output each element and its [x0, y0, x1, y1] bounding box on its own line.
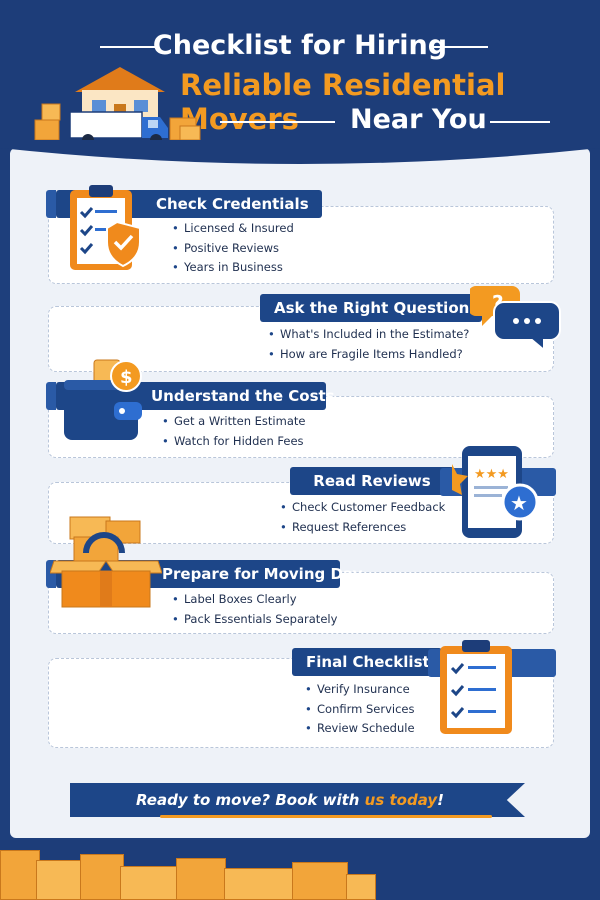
speech-bubbles-icon: ?	[470, 286, 561, 352]
list-item: Check Customer Feedback	[280, 498, 445, 518]
section-list-final: Verify Insurance Confirm Services Review…	[305, 680, 415, 739]
list-item: Request References	[280, 518, 445, 538]
list-item: Years in Business	[172, 258, 294, 278]
list-item: Verify Insurance	[305, 680, 415, 700]
footer-box	[36, 860, 84, 900]
cta-lead: Ready to move? Book with	[136, 791, 365, 809]
svg-text:★★★: ★★★	[474, 467, 509, 482]
footer-box	[292, 862, 348, 900]
list-item: Review Schedule	[305, 719, 415, 739]
cta-underline	[160, 815, 492, 818]
list-item: Positive Reviews	[172, 239, 294, 259]
title-line-2: Reliable Residential Movers	[180, 68, 506, 136]
footer-box	[224, 868, 294, 900]
cta-banner[interactable]	[70, 783, 525, 817]
section-title-questions: Ask the Right Questions	[260, 294, 482, 322]
list-item: Watch for Hidden Fees	[162, 432, 305, 452]
list-item: Confirm Services	[305, 700, 415, 720]
list-item: Label Boxes Clearly	[172, 590, 337, 610]
title-rule-left	[100, 46, 158, 48]
subtitle-rule-left	[220, 121, 335, 123]
footer-box	[346, 874, 376, 900]
truck-icon	[69, 111, 168, 146]
subtitle-rule-right	[490, 121, 550, 123]
clipboard-shield-icon	[70, 185, 141, 270]
footer-box	[0, 850, 40, 900]
wallet-coin-icon: $	[64, 359, 142, 440]
title-line-3: Near You	[350, 104, 487, 135]
list-item: Pack Essentials Separately	[172, 610, 337, 630]
title-line-1: Checklist for Hiring	[152, 30, 448, 61]
list-item: How are Fragile Items Handled?	[268, 345, 469, 365]
section-list-reviews: Check Customer Feedback Request Referenc…	[280, 498, 445, 537]
section-list-costs: Get a Written Estimate Watch for Hidden …	[162, 412, 305, 451]
cta-highlight: us today	[364, 791, 438, 809]
footer-box	[176, 858, 226, 900]
footer-box	[80, 854, 124, 900]
moving-boxes-icon	[50, 516, 162, 608]
section-title-reviews: Read Reviews	[290, 467, 454, 495]
house-truck-illustration	[34, 67, 201, 146]
section-title-final: Final Checklist	[292, 648, 442, 676]
title-rule-right	[430, 46, 488, 48]
section-list-moving-day: Label Boxes Clearly Pack Essentials Sepa…	[172, 590, 337, 629]
footer-box	[120, 866, 180, 900]
header-wave	[0, 140, 600, 164]
section-list-credentials: Licensed & Insured Positive Reviews Year…	[172, 219, 294, 278]
svg-text:★: ★	[510, 491, 528, 515]
footer	[0, 840, 600, 900]
section-list-questions: What's Included in the Estimate? How are…	[268, 325, 469, 364]
list-item: What's Included in the Estimate?	[268, 325, 469, 345]
clipboard-checklist-icon	[440, 640, 512, 734]
svg-text:$: $	[120, 367, 133, 388]
phone-stars-icon: ★★★ ★	[452, 446, 539, 538]
cta-tail: !	[437, 791, 444, 809]
list-item: Get a Written Estimate	[162, 412, 305, 432]
list-item: Licensed & Insured	[172, 219, 294, 239]
cta-text[interactable]: Ready to move? Book with us today!	[70, 783, 510, 817]
